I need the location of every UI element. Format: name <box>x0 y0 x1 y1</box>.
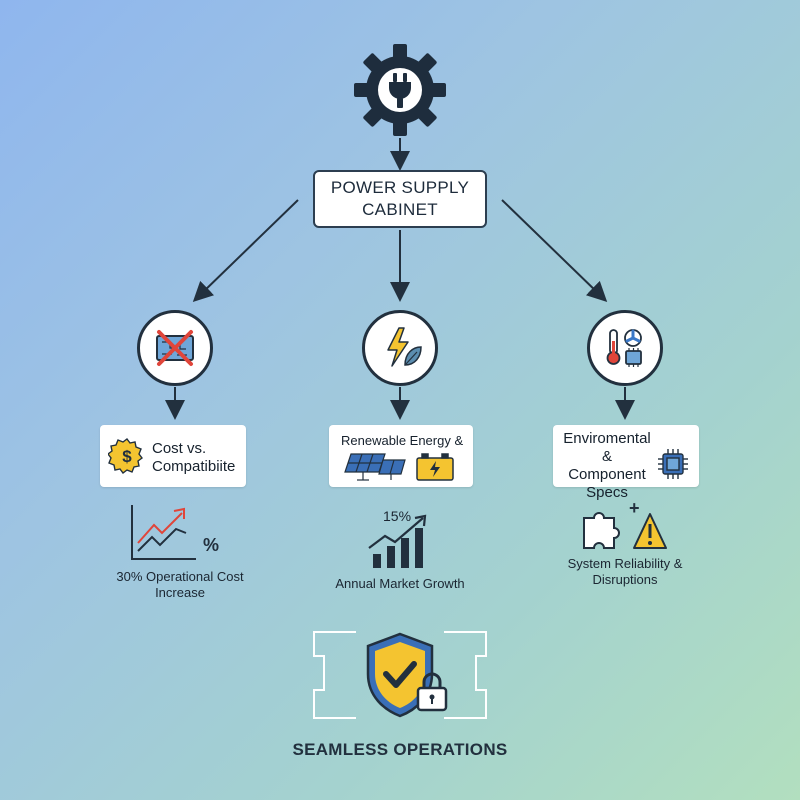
shield-check-lock-icon <box>313 631 487 719</box>
renewable-metric-value: 15% <box>383 508 412 524</box>
root-title-line2: CABINET <box>362 200 438 219</box>
env-metric-symbol: + <box>629 498 640 518</box>
env-caption-line2: Disruptions <box>592 572 658 587</box>
environmental-circle <box>587 310 663 386</box>
cost-metric-symbol: % <box>203 535 220 555</box>
gear-plug-icon <box>350 40 450 140</box>
arrow-title-to-cost <box>192 199 299 302</box>
lightning-leaf-icon <box>387 327 422 367</box>
solar-panel-battery-icon <box>344 453 454 481</box>
thermometer-fan-chip-icon <box>606 329 642 367</box>
env-label-line3: Specs <box>586 484 628 501</box>
root-title-box: POWER SUPPLY CABINET <box>313 170 487 228</box>
cost-caption-line2: Increase <box>155 585 205 600</box>
trend-chart-icon <box>131 505 196 560</box>
cost-caption-line1: 30% Operational Cost <box>116 569 244 584</box>
renewable-caption: Annual Market Growth <box>335 576 465 591</box>
renewable-card: Renewable Energy & <box>329 425 473 487</box>
arrow-title-to-environmental <box>501 199 608 302</box>
growth-bar-chart-icon <box>368 514 427 568</box>
microchip-icon <box>658 449 688 479</box>
cost-label-line2: Compatibiite <box>152 458 236 475</box>
root-title-line1: POWER SUPPLY <box>330 178 470 197</box>
crossed-circuit-board-icon <box>156 330 194 366</box>
cost-label-line1: Cost vs. <box>152 440 207 457</box>
env-label-line2: Component <box>568 466 646 483</box>
environmental-card: Enviromental & Component Specs <box>553 425 699 501</box>
puzzle-warning-icon <box>583 512 667 549</box>
renewable-label: Renewable Energy & <box>341 433 464 448</box>
cost-circle <box>137 310 213 386</box>
env-caption-line1: System Reliability & <box>567 556 683 571</box>
svg-text:$: $ <box>122 447 132 466</box>
env-label-line1: Enviromental & <box>563 430 651 465</box>
dollar-gear-icon: $ <box>108 438 143 474</box>
cost-card: $ Cost vs. Compatibiite <box>100 425 246 487</box>
renewable-circle <box>362 310 438 386</box>
outcome-label: SEAMLESS OPERATIONS <box>292 740 508 759</box>
